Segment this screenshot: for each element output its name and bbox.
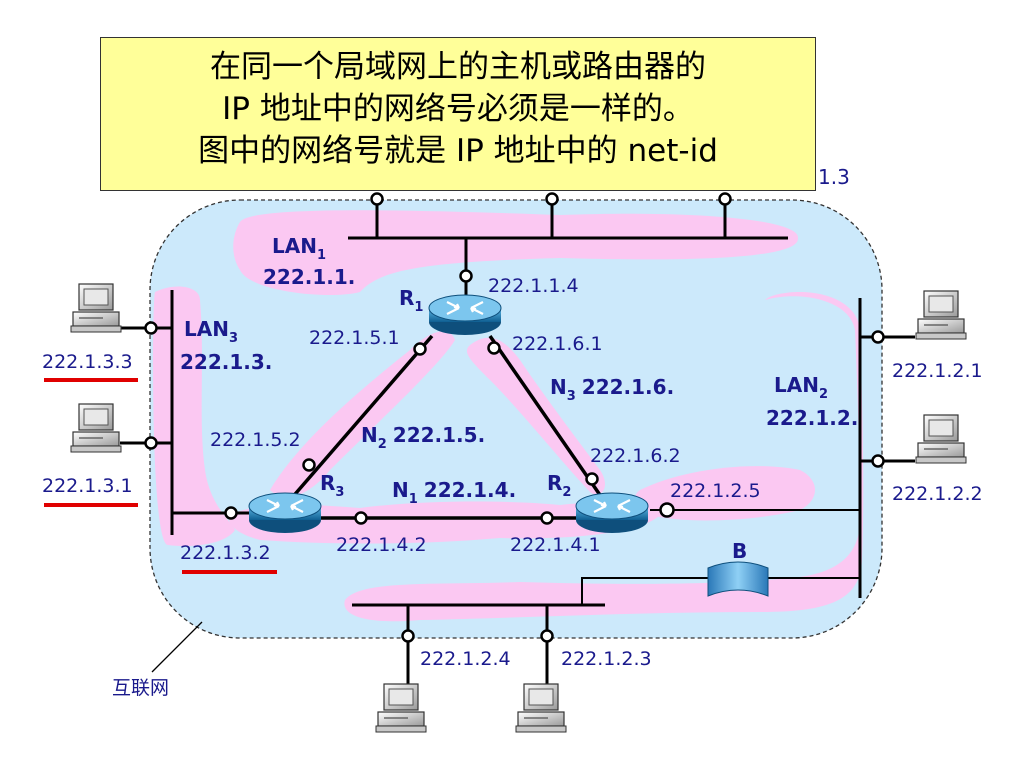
lan3-host-bottom-port xyxy=(144,436,158,450)
lan1-port-2 xyxy=(545,192,559,206)
router-r2-icon xyxy=(574,491,650,535)
r1-n2-port xyxy=(413,342,427,356)
addr-r2-n1: 222.1.4.1 xyxy=(510,534,601,556)
lan2-label: LAN2 xyxy=(774,373,828,402)
r2-lan2-port xyxy=(659,502,675,518)
r1-lan1-port xyxy=(459,269,473,283)
router-r1-icon xyxy=(427,293,503,337)
addr-r3-n2: 222.1.5.2 xyxy=(210,429,301,451)
addr-r2-n3: 222.1.6.2 xyxy=(590,445,681,467)
r3-n2-port xyxy=(302,458,316,472)
bridge-label: B xyxy=(732,539,747,563)
addr-r1-n3: 222.1.6.1 xyxy=(512,333,603,355)
n3-link xyxy=(488,335,602,496)
addr-host-lan2-top: 222.1.2.1 xyxy=(892,360,983,382)
addr-host-lan3-bottom: 222.1.3.1 xyxy=(42,475,133,497)
addr-r3-n1: 222.1.4.2 xyxy=(336,534,427,556)
lan3-host-top-port xyxy=(144,321,158,335)
addr-r3-lan3: 222.1.3.2 xyxy=(180,542,271,564)
lower-port-left xyxy=(401,629,415,643)
callout-line-3: 图中的网络号就是 IP 地址中的 net-id xyxy=(198,133,718,169)
host-lan3-top-icon xyxy=(70,283,122,333)
internet-label: 互联网 xyxy=(112,677,169,699)
lan2-host-bottom-port xyxy=(871,454,885,468)
lan1-net: 222.1.1. xyxy=(263,265,355,289)
lower-port-right xyxy=(540,629,554,643)
bridge-icon xyxy=(707,561,769,597)
host-bottom-right-icon xyxy=(515,683,567,733)
host-bottom-left-icon xyxy=(375,683,427,733)
router-r2-label: R2 xyxy=(547,471,571,500)
bridge-link-lower xyxy=(581,577,708,604)
lan3-label: LAN3 xyxy=(184,317,238,346)
lan1-port-3 xyxy=(718,192,732,206)
r3-lan3-port xyxy=(224,506,238,520)
host-lan3-bottom-icon xyxy=(70,403,122,453)
internet-pointer-line xyxy=(151,621,203,673)
r3-n1-port xyxy=(354,511,368,525)
r1-n3-port xyxy=(487,341,501,355)
r2-n1-port xyxy=(540,511,554,525)
addr-r1-lan1: 222.1.1.4 xyxy=(488,275,579,297)
addr-host-bottom-left: 222.1.2.4 xyxy=(420,648,511,670)
network-highlights xyxy=(153,210,864,622)
lan2-net: 222.1.2. xyxy=(766,406,858,430)
lan1-port-1 xyxy=(370,192,384,206)
callout-line-2: IP 地址中的网络号必须是一样的。 xyxy=(222,91,694,127)
hidden-address-tail: 1.3 xyxy=(818,165,850,189)
n2-link xyxy=(288,334,434,502)
addr-host-lan2-bottom: 222.1.2.2 xyxy=(892,483,983,505)
lan1-label: LAN1 xyxy=(272,234,326,263)
addr-r1-n2: 222.1.5.1 xyxy=(309,327,400,349)
addr-host-bottom-right: 222.1.2.3 xyxy=(561,648,652,670)
lan2-host-top-port xyxy=(871,330,885,344)
host-lan2-bottom-icon xyxy=(915,414,967,464)
explanation-callout: 在同一个局域网上的主机或路由器的 IP 地址中的网络号必须是一样的。 图中的网络… xyxy=(100,37,816,191)
router-r1-label: R1 xyxy=(399,286,423,315)
addr-r2-lan2: 222.1.2.5 xyxy=(670,480,761,502)
addr-host-lan3-top: 222.1.3.3 xyxy=(42,351,133,373)
router-r3-icon xyxy=(247,491,323,535)
lan3-net: 222.1.3. xyxy=(180,350,272,374)
r2-n3-port xyxy=(585,472,599,486)
callout-line-1: 在同一个局域网上的主机或路由器的 xyxy=(210,49,706,85)
router-r3-label: R3 xyxy=(320,471,344,500)
host-lan2-top-icon xyxy=(915,290,967,340)
